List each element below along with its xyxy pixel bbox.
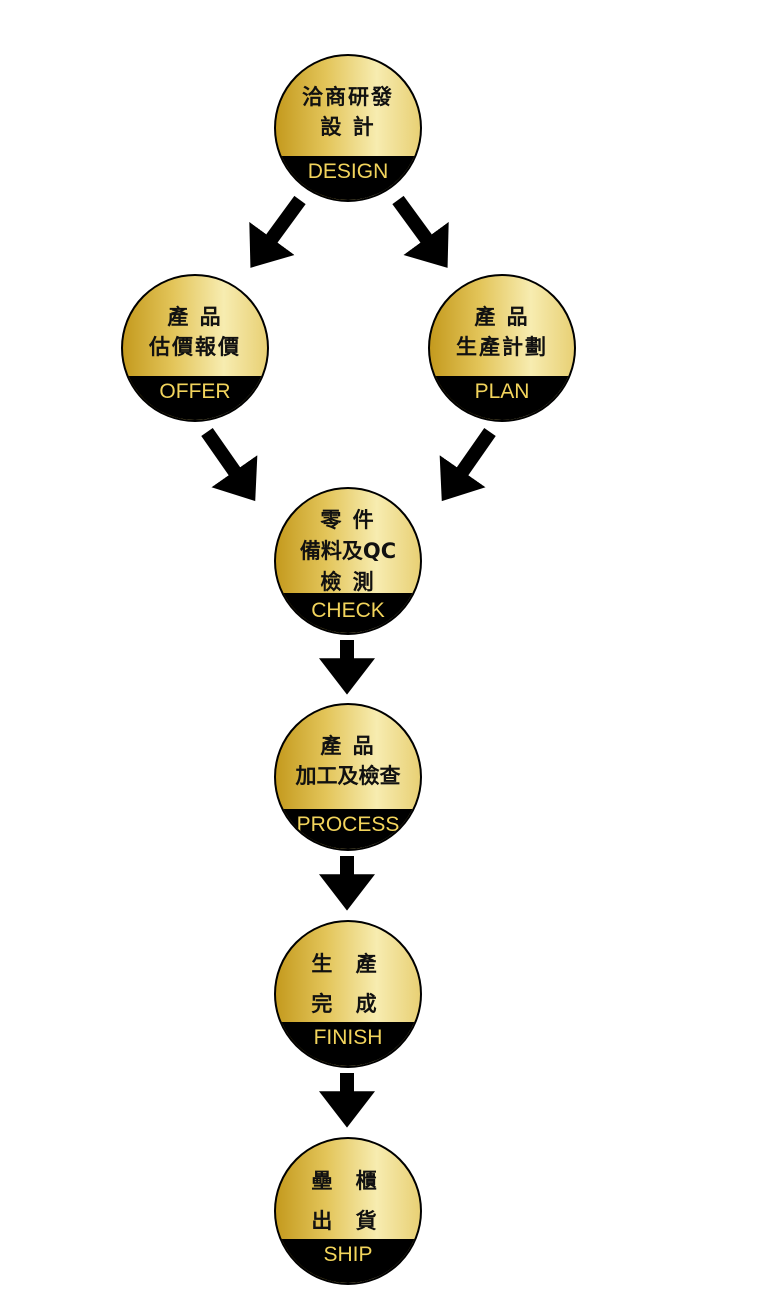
step-process: 產 品加工及檢查 PROCESS <box>274 703 422 851</box>
step-title: 洽商研發 <box>302 85 394 109</box>
step-label: SHIP <box>276 1239 420 1283</box>
arrow-design-plan <box>392 195 449 268</box>
step-label: DESIGN <box>276 156 420 200</box>
step-title: 完 成 <box>311 992 385 1016</box>
step-title: 產 品 <box>320 734 376 758</box>
step-title: 加工及檢查 <box>295 764 401 788</box>
step-finish: 生 產完 成 FINISH <box>274 920 422 1068</box>
step-label: CHECK <box>276 593 420 633</box>
step-design: 洽商研發設 計 DESIGN <box>274 54 422 202</box>
step-title: 估價報價 <box>149 335 241 359</box>
step-ship: 壘 櫃出 貨 SHIP <box>274 1137 422 1285</box>
arrow-plan-check <box>439 427 496 502</box>
step-title: 生產計劃 <box>456 335 548 359</box>
step-title: 產 品 <box>474 305 530 329</box>
step-check: 零 件備料及QC 檢 測 CHECK <box>274 487 422 635</box>
step-label: PLAN <box>430 376 574 420</box>
step-title: 設 計 <box>320 115 376 139</box>
step-title: 壘 櫃 <box>311 1169 385 1193</box>
step-label: FINISH <box>276 1022 420 1066</box>
step-plan: 產 品生產計劃 PLAN <box>428 274 576 422</box>
step-title: 生 產 <box>311 952 385 976</box>
step-title: 檢 測 <box>320 570 376 594</box>
step-title: 出 貨 <box>311 1209 385 1233</box>
step-title: 零 件 <box>320 508 376 532</box>
step-title: 產 品 <box>167 305 223 329</box>
step-title: 備料及QC <box>299 539 397 563</box>
arrow-offer-check <box>201 427 258 502</box>
arrow-design-offer <box>249 195 306 268</box>
step-offer: 產 品估價報價 OFFER <box>121 274 269 422</box>
step-label: PROCESS <box>276 809 420 849</box>
step-label: OFFER <box>123 376 267 420</box>
